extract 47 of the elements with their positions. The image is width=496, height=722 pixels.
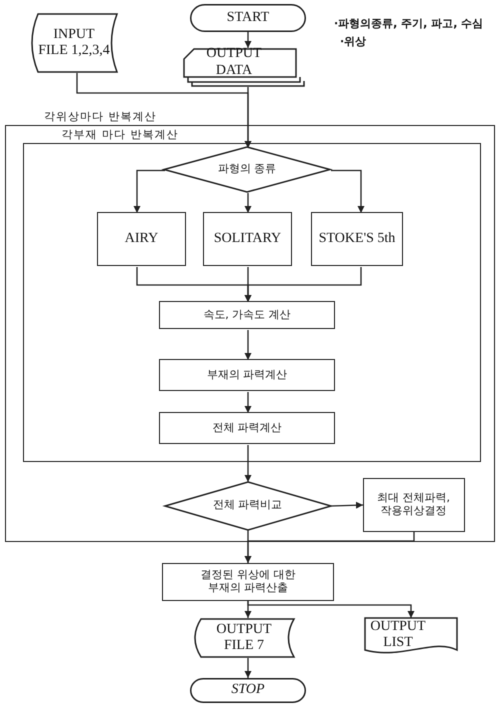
node-text: INPUT FILE 1,2,3,4 [37, 26, 111, 60]
process-box [311, 212, 403, 266]
node-text: 최대 전체파력, 작용위상결정 [376, 492, 451, 518]
arrow [244, 267, 362, 302]
arrow [331, 170, 364, 213]
data-file-shape [193, 618, 295, 658]
node-text: STOKE'S 5th [318, 230, 396, 248]
process-box [162, 563, 334, 601]
process-box [362, 478, 464, 532]
loop-label: 각위상마다 반복계산 [44, 109, 156, 124]
arrow [244, 32, 252, 48]
node-text: 속도, 가속도 계산 [202, 308, 292, 322]
arrow [330, 502, 364, 509]
node-text: START [226, 10, 270, 26]
node-text: OUTPUT FILE 7 [215, 622, 273, 654]
decision-diamond [164, 482, 330, 530]
node-text: AIRY [124, 230, 160, 248]
note-text: ·위상 [340, 34, 366, 49]
arrow [244, 330, 252, 360]
process-box [159, 301, 335, 329]
arrow [244, 658, 252, 678]
node-text: OUTPUT DATA [205, 46, 263, 80]
node-text: 전체 파력계산 [211, 422, 283, 434]
arrow [247, 601, 414, 618]
arrow [244, 530, 252, 563]
process-box [203, 212, 292, 266]
arrow [244, 87, 252, 148]
node-text: 부재의 파력계산 [206, 368, 288, 382]
arrow [244, 445, 252, 482]
decision-diamond [164, 147, 330, 192]
arrow [134, 170, 165, 213]
node-text: 결정된 위상에 대한 부재의 파력산출 [200, 569, 296, 595]
loop-label: 각부재 마다 반복계산 [62, 126, 178, 142]
data-file-shape [30, 13, 118, 73]
process-box [159, 359, 335, 391]
note-text: ·파형의종류, 주기, 파고, 수심 [334, 16, 484, 31]
multi-document-shape [182, 48, 306, 87]
process-box [97, 212, 186, 266]
arrow [244, 193, 252, 213]
process-box [159, 412, 335, 444]
node-text: STOP [230, 682, 266, 699]
node-text: 전체 파력비교 [212, 499, 284, 512]
node-text: 파형의 종류 [216, 163, 278, 176]
arrow [244, 392, 252, 413]
document-shape [365, 618, 457, 656]
node-text: SOLITARY [212, 230, 282, 248]
node-text: OUTPUT LIST [369, 618, 427, 652]
